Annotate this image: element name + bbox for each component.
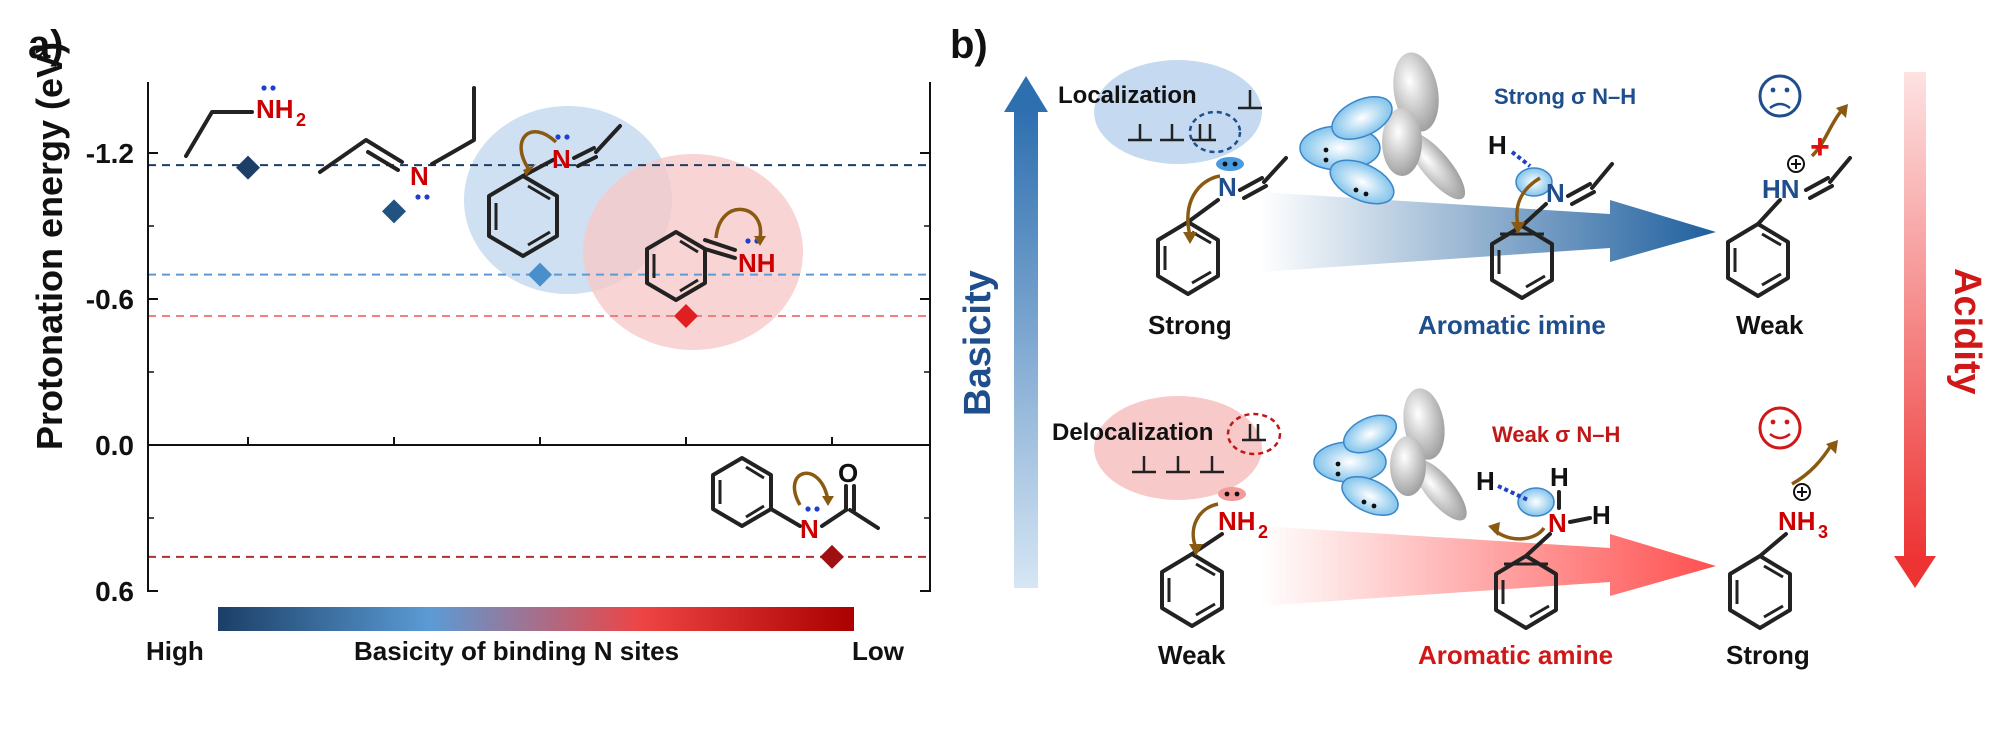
reference-lines <box>148 164 930 558</box>
delocalization-bubble <box>1094 396 1262 500</box>
acetanilide-structure: N O <box>711 456 880 544</box>
y-tick-label-2: -0.6 <box>86 284 134 315</box>
strong-bond-label: Strong σ N–H <box>1494 84 1636 109</box>
y-tick-label-4: 0.6 <box>95 576 134 607</box>
colorbar-title: Basicity of binding N sites <box>354 636 679 666</box>
top-right-strength-label: Weak <box>1736 310 1804 340</box>
localized-electron-levels <box>1128 90 1262 142</box>
data-point-1 <box>236 155 260 180</box>
weak-h-label: H <box>1476 466 1495 496</box>
left-imine-n-label: N <box>1218 172 1237 202</box>
bottom-left-strength-label: Weak <box>1158 640 1226 670</box>
delocalized-dashed-circle <box>1226 412 1282 456</box>
y-tick-label-1: -1.2 <box>86 138 134 169</box>
colorbar-low-label: Low <box>852 636 905 666</box>
aromatic-imine-structure: N <box>487 124 622 258</box>
panel-a-label: a) <box>28 23 64 67</box>
y-tick-label-3: 0.0 <box>95 430 134 461</box>
localization-label: Localization <box>1058 82 1197 109</box>
aniline-nh-label: NH <box>738 248 776 278</box>
data-point-2 <box>382 199 406 224</box>
y-axis-label: Protonation energy (eV) <box>29 42 70 450</box>
strong-h-label: H <box>1488 130 1507 160</box>
basicity-arrow-shaft <box>1014 110 1038 588</box>
delocalization-label: Delocalization <box>1052 419 1213 446</box>
mid-amine-h-right: H <box>1592 500 1611 530</box>
amide-n-label: N <box>800 514 819 544</box>
ethylamine-structure: NH 2 <box>184 85 306 158</box>
aromatic-amine-label: Aromatic amine <box>1418 640 1613 670</box>
basicity-arrow-head <box>1004 76 1048 112</box>
colorbar-high-label: High <box>146 636 204 666</box>
basicity-label: Basicity <box>957 270 999 416</box>
amine-gradient-arrow <box>1260 526 1716 606</box>
aniline-ring-structure: NH <box>645 207 776 302</box>
weak-orbital-diagram: H <box>1313 388 1555 521</box>
protonated-imine-structure: + HN <box>1726 74 1852 298</box>
top-left-strength-label: Strong <box>1148 310 1232 340</box>
nh3-sub3: 3 <box>1818 522 1828 542</box>
arimine-n-label: N <box>552 144 571 174</box>
left-amine-structure: NH 2 <box>1160 487 1268 628</box>
protonated-amine-structure: NH 3 <box>1728 406 1838 630</box>
localization-bubble <box>1094 60 1262 164</box>
left-amine-nh2-label: NH <box>1218 506 1256 536</box>
data-point-5 <box>820 544 844 569</box>
aromatic-imine-structure-b: N <box>1490 162 1614 300</box>
delocalized-electron-levels <box>1132 424 1266 474</box>
aliphatic-imine-structure: N <box>318 86 476 200</box>
data-point-4 <box>674 304 698 329</box>
amide-o-label: O <box>838 458 858 488</box>
amine-highlight-ellipse <box>583 154 803 350</box>
data-points <box>236 155 844 569</box>
basicity-colorbar <box>218 607 854 631</box>
imine-n-label: N <box>410 161 429 191</box>
lone-pair-dashed-circle <box>1188 110 1242 154</box>
mid-amine-h-top: H <box>1550 462 1569 492</box>
left-imine-structure: N <box>1156 156 1288 296</box>
acidity-label: Acidity <box>1946 268 1988 395</box>
panel-b-label: b) <box>950 23 988 67</box>
weak-bond-label: Weak σ N–H <box>1492 422 1620 447</box>
red-cross: + <box>1810 128 1830 166</box>
imine-gradient-arrow <box>1260 192 1716 272</box>
y-ticks: -1.2 -0.6 0.0 0.6 <box>86 138 930 607</box>
nh2-sub-1: 2 <box>296 110 306 130</box>
strong-orbital-diagram: H <box>1299 52 1553 205</box>
nh2-label-1: NH <box>256 94 294 124</box>
data-point-3 <box>528 262 552 287</box>
x-ticks <box>247 437 833 445</box>
mid-imine-n-label: N <box>1546 178 1565 208</box>
nh3-label: NH <box>1778 506 1816 536</box>
aromatic-imine-label: Aromatic imine <box>1418 310 1606 340</box>
mid-amine-n-label: N <box>1548 508 1567 538</box>
acidity-arrow-shaft <box>1904 72 1926 560</box>
bottom-right-strength-label: Strong <box>1726 640 1810 670</box>
left-amine-sub2: 2 <box>1258 522 1268 542</box>
acidity-arrow-head <box>1894 556 1936 588</box>
aromatic-amine-structure-b: N H H <box>1488 462 1611 630</box>
